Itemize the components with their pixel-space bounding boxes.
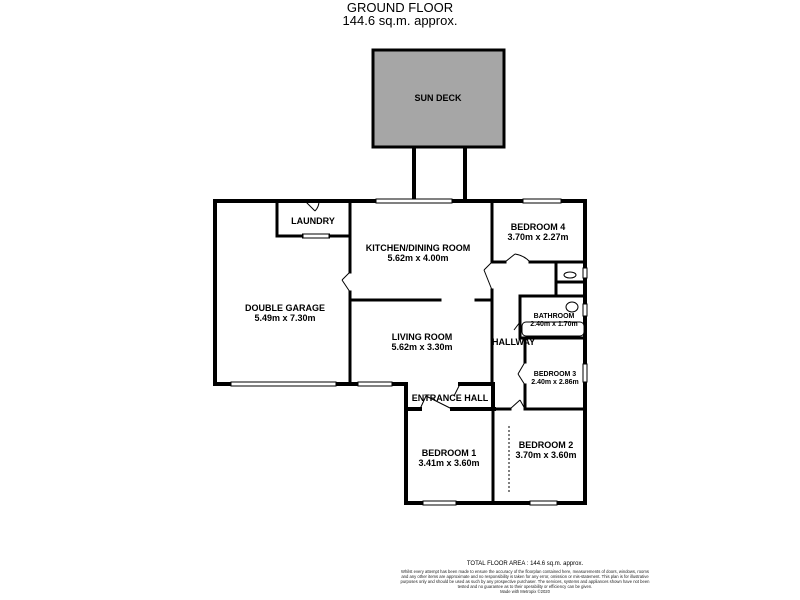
floor-title: GROUND FLOOR — [346, 0, 454, 15]
label-laundry: LAUNDRY — [291, 216, 335, 226]
label-sun-deck: SUN DECK — [414, 93, 462, 103]
label-bathroom: BATHROOM — [534, 313, 575, 320]
label-bedroom-1: BEDROOM 1 — [422, 448, 477, 458]
dims-bedroom-2: 3.70m x 3.60m — [515, 450, 576, 460]
disclaimer: Whilst every attempt has been made to en… — [400, 569, 650, 594]
toilet — [563, 271, 577, 279]
exterior-walls — [213, 199, 587, 505]
label-entrance-hall: ENTRANCE HALL — [412, 393, 489, 403]
sun-deck-area — [371, 48, 506, 149]
label-garage: DOUBLE GARAGE — [245, 303, 325, 313]
bathtub — [521, 321, 585, 337]
label-bedroom-3: BEDROOM 3 — [534, 371, 577, 378]
label-bedroom-2: BEDROOM 2 — [519, 440, 574, 450]
label-bedroom-4: BEDROOM 4 — [511, 222, 566, 232]
fixtures — [508, 271, 585, 492]
total-floor-area: TOTAL FLOOR AREA : 144.6 sq.m. approx. — [466, 561, 584, 567]
dims-living: 5.62m x 3.30m — [391, 342, 452, 352]
label-hallway: HALLWAY — [492, 337, 535, 347]
disclaimer-text: Whilst every attempt has been made to en… — [400, 569, 650, 589]
label-living: LIVING ROOM — [392, 332, 453, 342]
dims-kitchen: 5.62m x 4.00m — [387, 253, 448, 263]
windows — [230, 198, 588, 506]
label-kitchen: KITCHEN/DINING ROOM — [366, 243, 471, 253]
dims-bedroom-1: 3.41m x 3.60m — [418, 458, 479, 468]
credit-text: Made with Metropix ©2020 — [500, 589, 550, 594]
dims-bedroom-3: 2.40m x 2.86m — [531, 379, 578, 386]
interior-walls — [275, 199, 587, 505]
basin — [565, 301, 579, 313]
doors — [302, 200, 531, 410]
dims-bathroom: 2.40m x 1.70m — [530, 321, 577, 328]
dims-bedroom-4: 3.70m x 2.27m — [507, 232, 568, 242]
floor-area: 144.6 sq.m. approx. — [342, 13, 458, 28]
dims-garage: 5.49m x 7.30m — [254, 313, 315, 323]
